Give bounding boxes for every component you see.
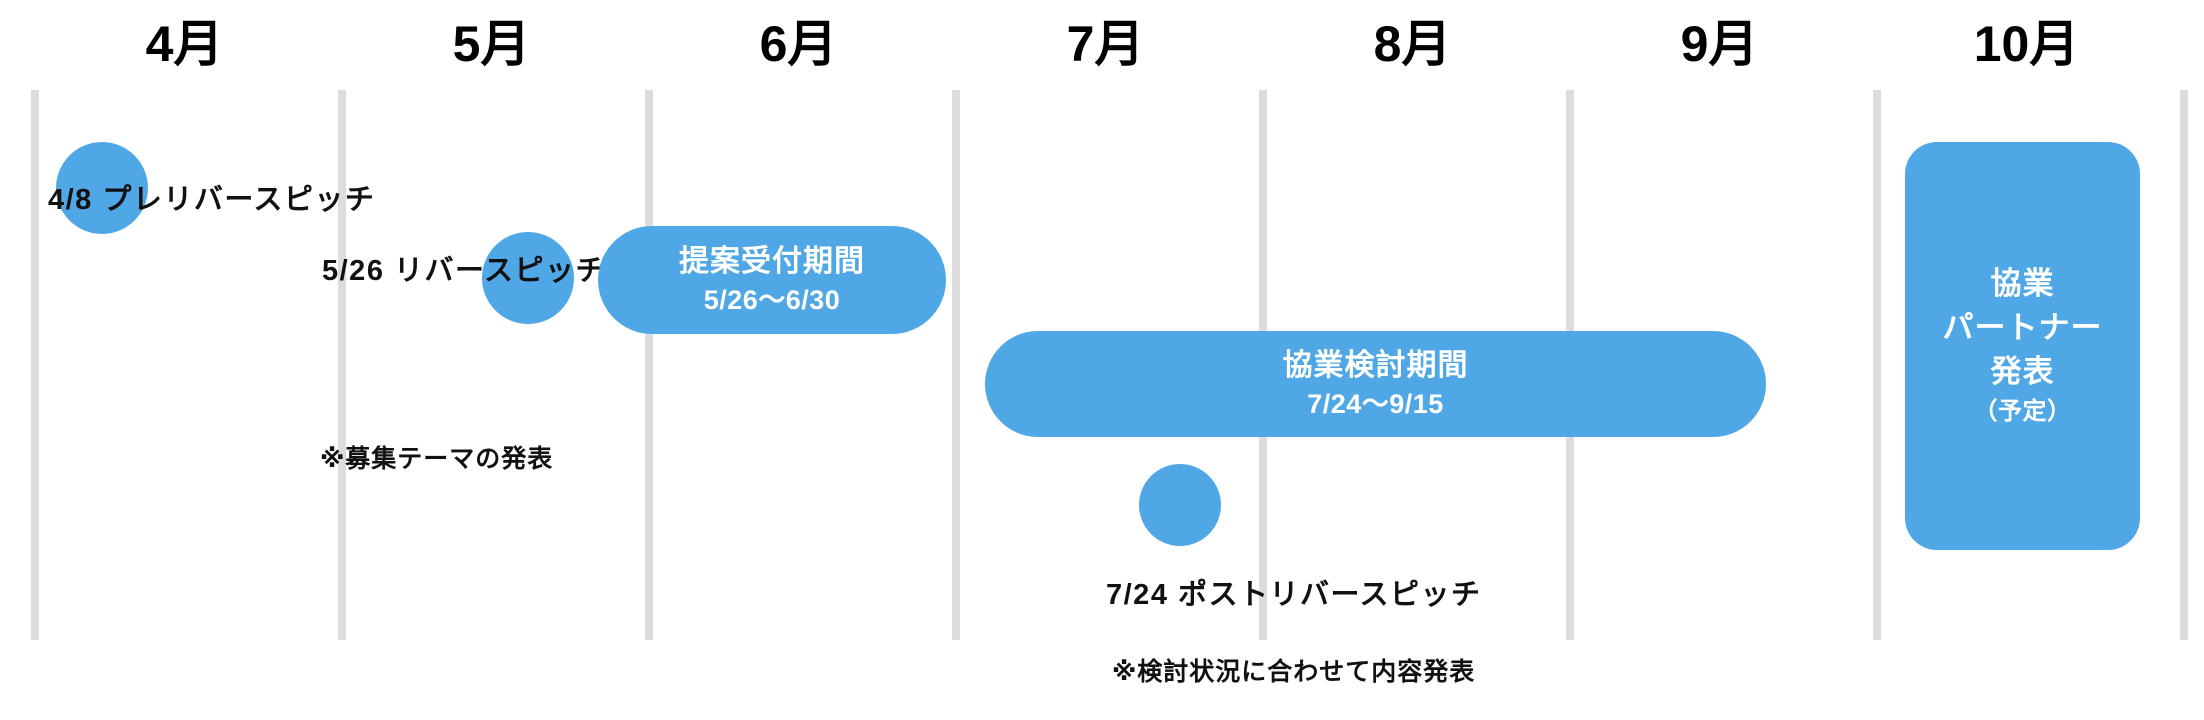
milestone-note-reverse-pitch: ※募集テーマの発表: [320, 445, 554, 473]
gridline-1: [338, 90, 346, 640]
gridline-0: [31, 90, 39, 640]
announcement-line-1: 協業: [1990, 266, 2055, 301]
announcement-subnote: （予定）: [1973, 398, 2072, 425]
period-range-collaboration-review: 7/24〜9/15: [1307, 389, 1444, 419]
milestone-caption-pre-reverse-pitch: 4/8 プレリバースピッチ: [48, 184, 376, 216]
period-range-proposal-acceptance: 5/26〜6/30: [703, 285, 841, 315]
period-pill-collaboration-review: 協業検討期間 7/24〜9/15: [985, 331, 1766, 437]
milestone-dot-post-reverse-pitch: [1139, 464, 1221, 546]
period-title-proposal-acceptance: 提案受付期間: [679, 245, 865, 278]
announcement-line-3: 発表: [1990, 354, 2055, 389]
gridline-3: [952, 90, 960, 640]
month-header-june: 6月: [759, 16, 838, 72]
month-header-august: 8月: [1373, 16, 1452, 72]
month-header-september: 9月: [1680, 16, 1759, 72]
month-header-april: 4月: [145, 16, 224, 72]
milestone-note-post-reverse-pitch: ※検討状況に合わせて内容発表: [1112, 658, 1476, 686]
period-pill-proposal-acceptance: 提案受付期間 5/26〜6/30: [598, 226, 946, 334]
month-header-october: 10月: [1973, 16, 2080, 72]
month-header-july: 7月: [1066, 16, 1145, 72]
milestone-dot-pre-reverse-pitch: [56, 142, 148, 234]
gridline-6: [1873, 90, 1881, 640]
gridline-2: [645, 90, 653, 640]
announcement-block-partner: 協業 パートナー 発表 （予定）: [1905, 142, 2140, 550]
milestone-caption-reverse-pitch: 5/26 リバースピッチ: [322, 255, 607, 287]
milestone-caption-post-reverse-pitch: 7/24 ポストリバースピッチ: [1106, 579, 1482, 611]
month-header-may: 5月: [452, 16, 531, 72]
announcement-line-2: パートナー: [1942, 310, 2103, 345]
gridline-7: [2180, 90, 2188, 640]
period-title-collaboration-review: 協業検討期間: [1282, 349, 1469, 382]
milestone-dot-reverse-pitch: [482, 232, 574, 324]
